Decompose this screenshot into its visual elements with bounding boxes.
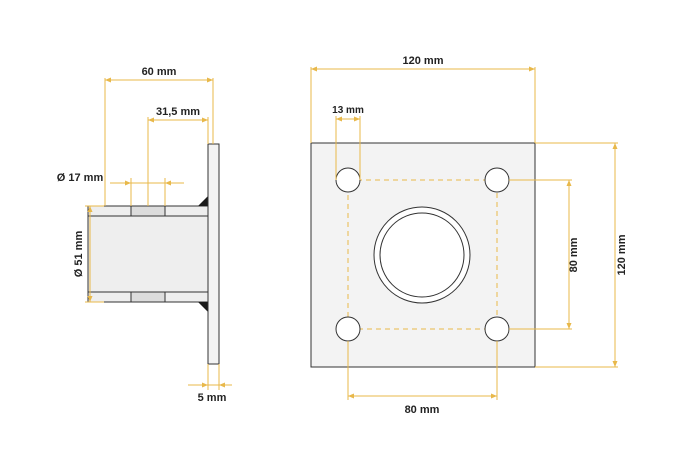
dim-thickness-label: 5 mm [198,392,227,404]
side-plate [207,143,220,365]
dim-hole-arrow-right [354,116,360,122]
dim-hole-hspacing-arrow-left [348,393,354,399]
dim-plate-width-label: 120 mm [403,55,444,67]
side-view: 60 mm 31,5 mm Ø 17 mm Ø 51 mm 5 mm [57,66,232,404]
dim-plate-height-label: 120 mm [616,234,628,275]
side-bolt-hole-top [130,205,166,217]
bolt-hole-bottom-left [335,316,361,342]
bolt-hole-top-right [484,167,510,193]
front-view: 120 mm 13 mm 80 mm 120 mm 80 mm [310,55,628,416]
bolt-hole-top-left [335,167,361,193]
dim-length-arrow-left [105,77,111,83]
bolt-pattern-square [347,179,498,330]
dim-hole-vspacing-label: 80 mm [568,237,580,272]
dim-hole-hspacing-label: 80 mm [405,404,440,416]
dim-hole-vspacing-arrow-bottom [566,323,572,329]
dim-plate-width-arrow-right [529,66,535,72]
side-weld-top [198,196,208,206]
dim-hole-arrow-left [336,116,342,122]
dim-length-label: 60 mm [142,66,177,78]
bolt-hole-bottom-right [484,316,510,342]
dim-tube-label: Ø 51 mm [73,231,85,278]
side-weld-bottom [198,302,208,312]
dim-thickness-arrow-left [202,382,208,388]
dim-hole-hspacing-arrow-right [491,393,497,399]
dim-tube-arrow-top [87,206,93,212]
dim-plate-width-arrow-left [311,66,317,72]
dim-offset-arrow-left [148,117,154,123]
dim-plate-height-arrow-top [612,143,618,149]
dim-tube-arrow-bottom [87,296,93,302]
dim-length-arrow-right [207,77,213,83]
dim-thickness-arrow-right [219,382,225,388]
dim-hole-label: 13 mm [332,105,364,116]
dim-plate-height-arrow-bottom [612,361,618,367]
dim-offset-arrow-right [202,117,208,123]
dim-offset-label: 31,5 mm [156,106,200,118]
dim-bolt-arrow-right [165,180,171,186]
dim-hole-vspacing-arrow-top [566,180,572,186]
dim-bolt-label: Ø 17 mm [57,172,104,184]
dim-bolt-arrow-left [125,180,131,186]
side-tube-body [87,205,209,303]
tube-inner-circle [379,212,465,298]
side-bolt-hole-bottom [130,291,166,303]
